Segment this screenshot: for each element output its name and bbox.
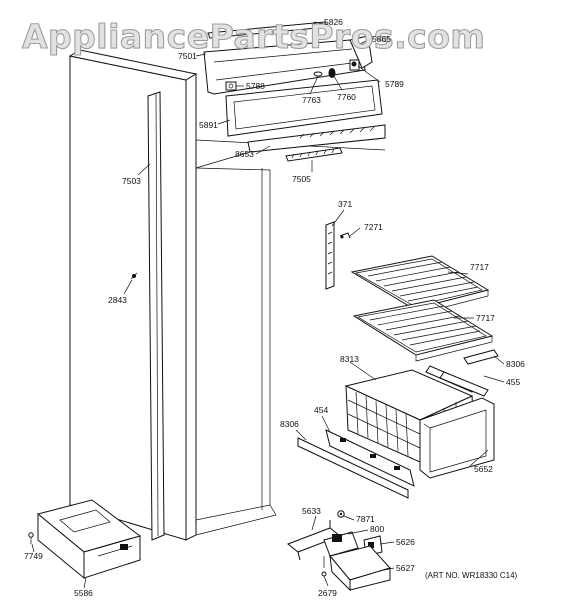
label-7871: 7871 xyxy=(356,514,375,524)
shelf-upper xyxy=(350,255,490,316)
lamp-socket xyxy=(328,68,336,78)
crisper-drawer xyxy=(344,369,495,479)
label-7717-lower: 7717 xyxy=(476,313,495,323)
label-7749: 7749 xyxy=(24,551,43,561)
end-cap-5865 xyxy=(349,35,373,69)
label-455: 455 xyxy=(506,377,520,387)
label-7760: 7760 xyxy=(337,92,356,102)
label-8306-right: 8306 xyxy=(506,359,525,369)
label-7501: 7501 xyxy=(178,51,197,61)
label-5865: 5865 xyxy=(372,34,391,44)
light-switch xyxy=(349,59,360,71)
label-454: 454 xyxy=(314,405,328,415)
art-number: (ART NO. WR18330 C14) xyxy=(425,571,518,580)
screw-2679 xyxy=(321,556,327,577)
label-371: 371 xyxy=(338,199,352,209)
label-800: 800 xyxy=(370,524,384,534)
label-8313: 8313 xyxy=(340,354,359,364)
label-5788: 5788 xyxy=(246,81,265,91)
breaker-strip xyxy=(247,124,386,153)
label-5627: 5627 xyxy=(396,563,415,573)
label-5891: 5891 xyxy=(199,120,218,130)
pan-front-cover xyxy=(419,397,495,479)
part-number-labels: 5826 7501 5865 5788 7763 7760 5789 5891 … xyxy=(24,17,525,598)
shelf-lower xyxy=(352,299,494,362)
slide-rail-right xyxy=(425,349,499,397)
housing-5627 xyxy=(329,545,391,592)
label-2679: 2679 xyxy=(318,588,337,598)
watermark-text: AppliancePartsPros.com xyxy=(22,17,485,56)
shelf-ladder-371 xyxy=(325,221,335,290)
label-2843: 2843 xyxy=(108,295,127,305)
label-7717-upper: 7717 xyxy=(470,262,489,272)
light-shield-lens xyxy=(225,79,383,137)
cabinet-front-flange xyxy=(185,73,197,541)
label-5626: 5626 xyxy=(396,537,415,547)
label-5652: 5652 xyxy=(474,464,493,474)
nut-7871 xyxy=(337,510,345,518)
leader-lines xyxy=(31,21,505,589)
top-trim-bar xyxy=(207,21,329,39)
light-bulb xyxy=(313,71,323,77)
screw-7749 xyxy=(28,532,34,544)
clip-7271 xyxy=(339,232,351,239)
label-8653: 8653 xyxy=(235,149,254,159)
divider-flange-strip xyxy=(147,91,165,541)
label-7503: 7503 xyxy=(122,176,141,186)
label-7505: 7505 xyxy=(292,174,311,184)
label-7763: 7763 xyxy=(302,95,321,105)
label-5586: 5586 xyxy=(74,588,93,598)
fresh-food-cabinet xyxy=(68,49,386,541)
damper-control-800 xyxy=(323,531,359,557)
label-5633: 5633 xyxy=(302,506,321,516)
label-7271: 7271 xyxy=(364,222,383,232)
light-shield-rail xyxy=(285,147,343,162)
screw-2843 xyxy=(130,272,138,280)
control-housing-assembly xyxy=(203,21,383,137)
label-5789: 5789 xyxy=(385,79,404,89)
slide-rail-left xyxy=(297,429,415,499)
label-8306-left: 8306 xyxy=(280,419,299,429)
control-box-5586 xyxy=(36,499,142,580)
label-5826: 5826 xyxy=(324,17,343,27)
cabinet-side-panel xyxy=(69,55,187,541)
connector-5788 xyxy=(225,81,237,91)
